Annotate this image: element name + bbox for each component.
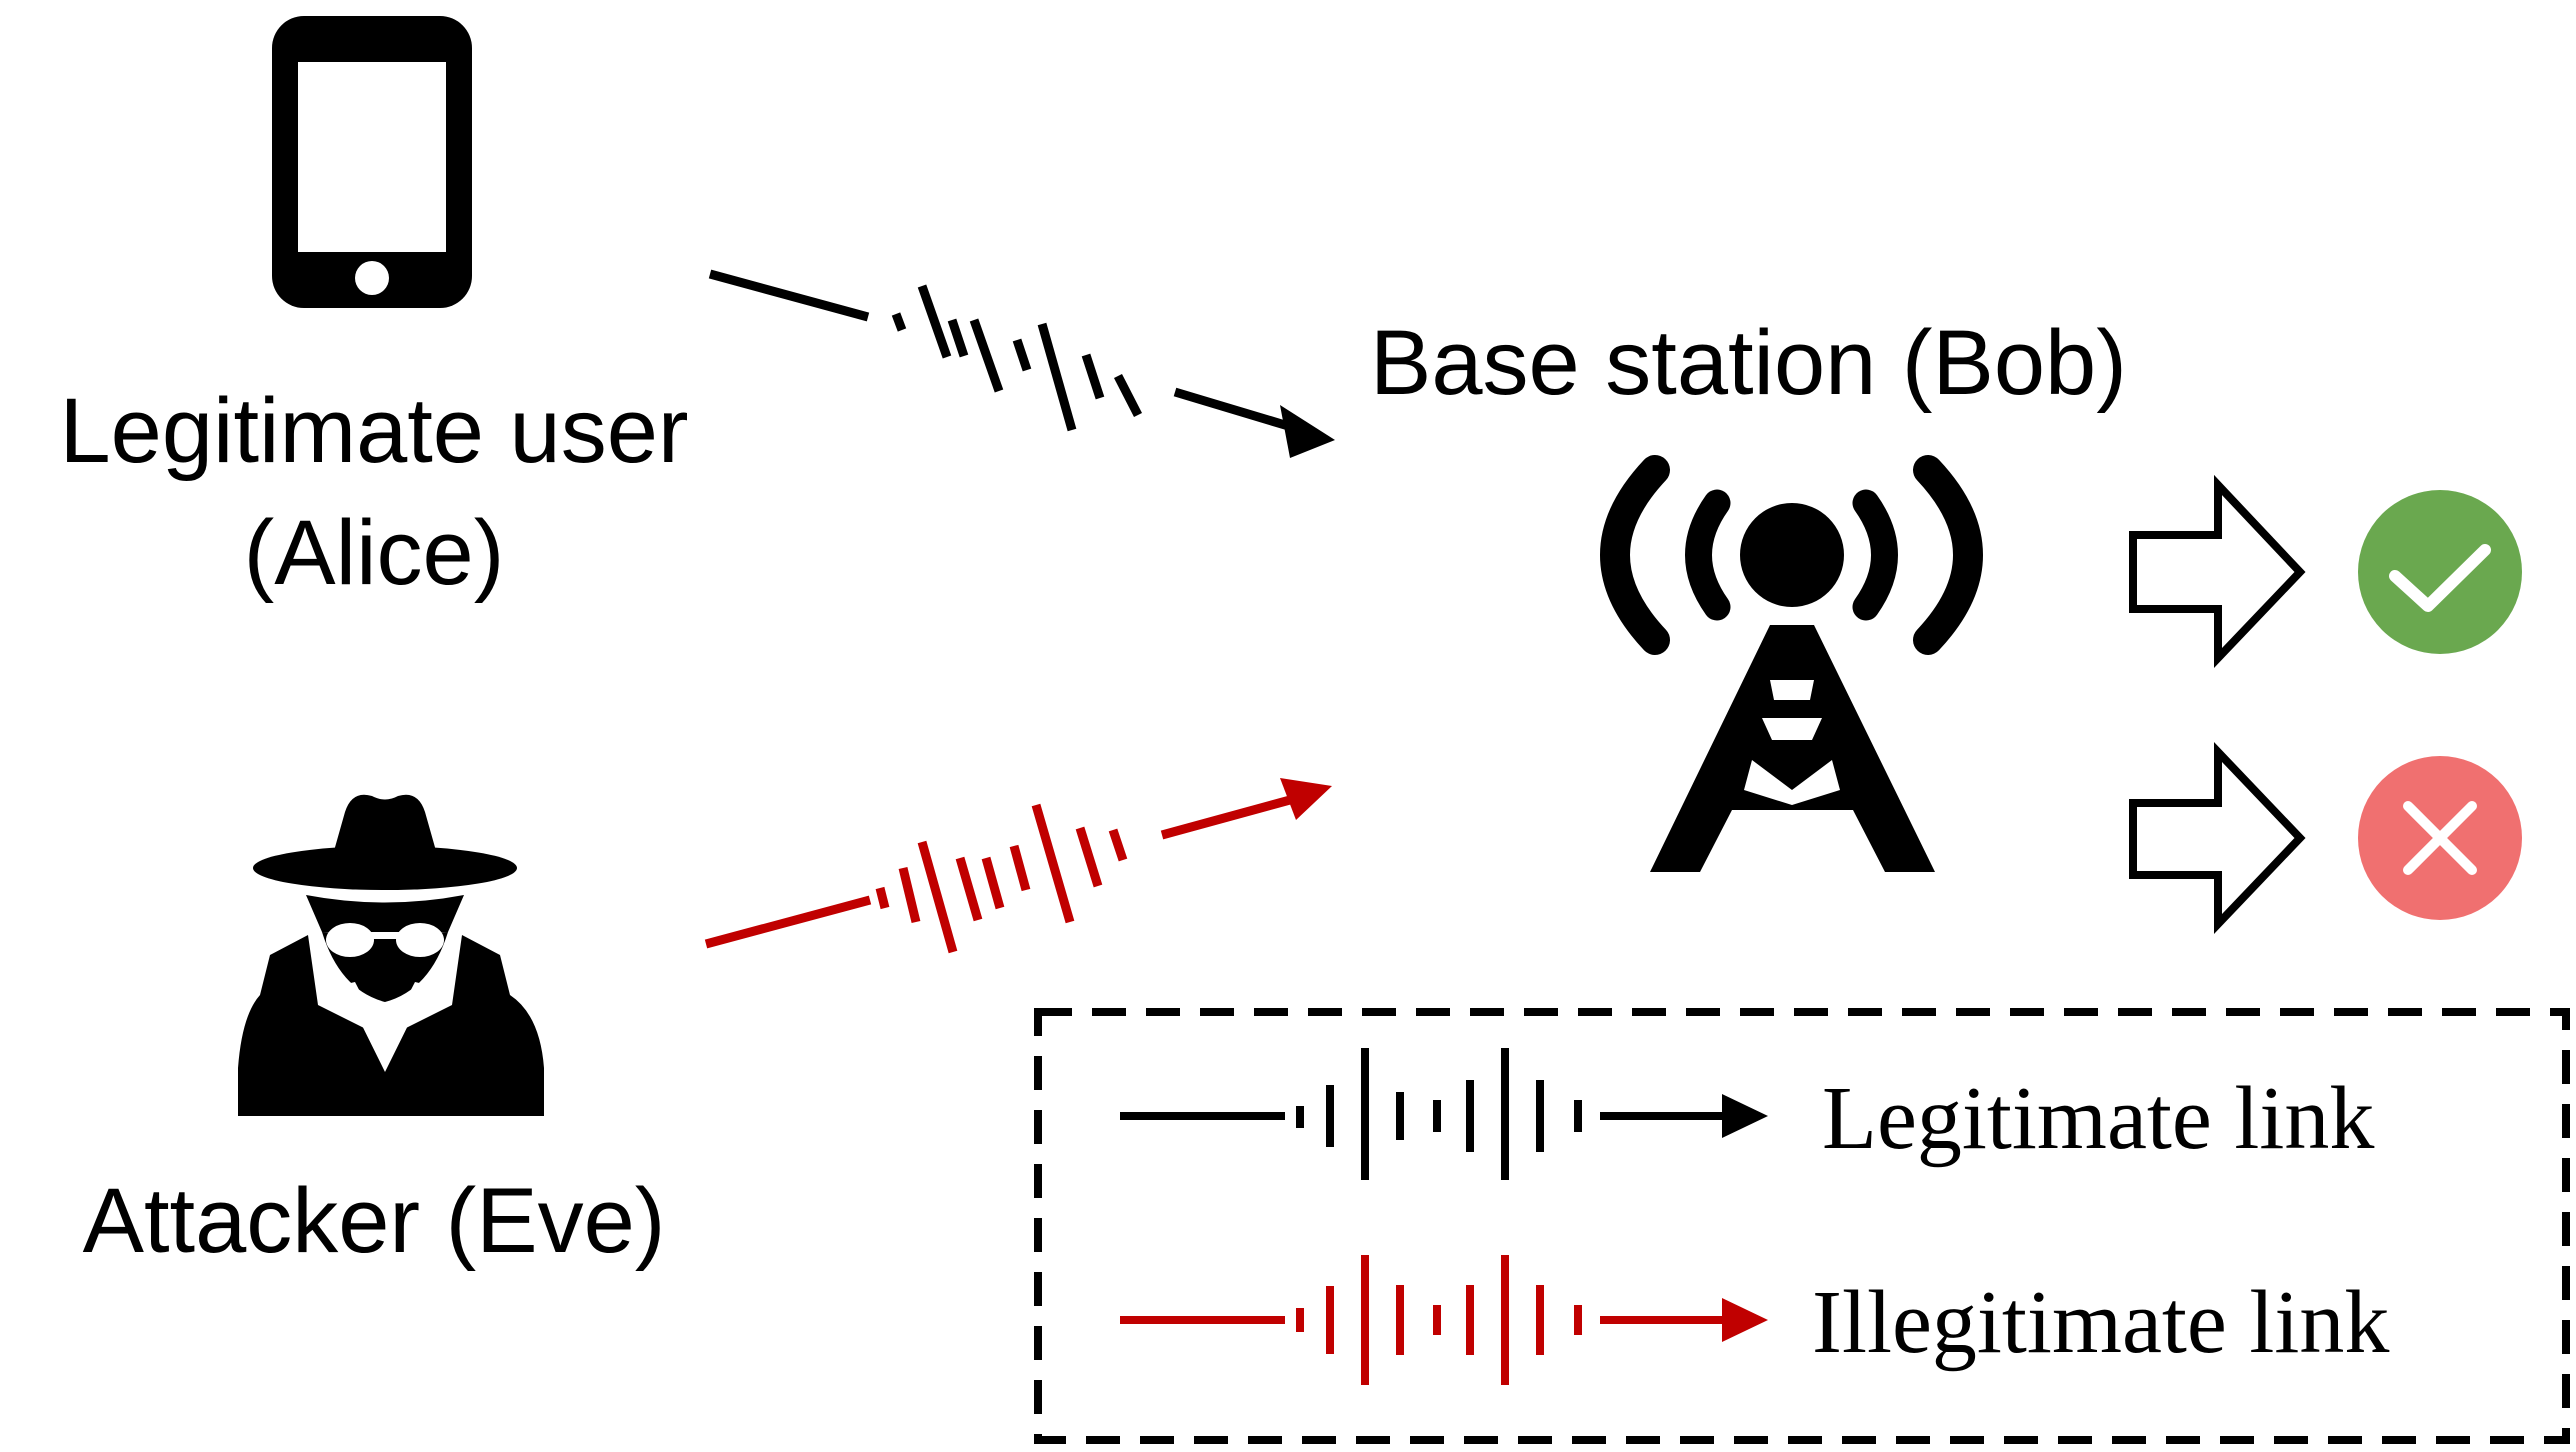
illegitimate-link-arrow — [704, 795, 1292, 954]
legend: Legitimate link Illegitimate link — [1034, 1008, 2570, 1444]
legend-legit-symbol — [1120, 1048, 1725, 1180]
cross-icon — [2358, 756, 2522, 920]
bob-label: Base station (Bob) — [1370, 312, 2127, 414]
spy-icon — [238, 794, 544, 1116]
outline-arrow-icon-reject — [2129, 742, 2306, 934]
outline-arrow-icon — [2129, 474, 2306, 668]
illegitimate-link-arrowhead — [1280, 778, 1332, 820]
eve-label: Attacker (Eve) — [83, 1170, 666, 1272]
check-icon — [2358, 490, 2522, 654]
alice-label-line2: (Alice) — [244, 502, 505, 604]
alice-label-line1: Legitimate user — [60, 380, 689, 482]
smartphone-icon — [272, 16, 472, 308]
legend-illegit-arrowhead — [1722, 1298, 1768, 1342]
legend-legit-arrowhead — [1722, 1094, 1768, 1138]
legitimate-link-arrowhead — [1280, 405, 1335, 458]
legend-border — [1034, 1008, 2570, 1444]
cell-tower-icon — [1600, 455, 1983, 872]
legend-legit-label: Legitimate link — [1822, 1069, 2374, 1168]
legitimate-link-arrow — [708, 269, 1297, 433]
legend-illegit-label: Illegitimate link — [1812, 1273, 2389, 1372]
legend-illegit-symbol — [1120, 1255, 1725, 1385]
